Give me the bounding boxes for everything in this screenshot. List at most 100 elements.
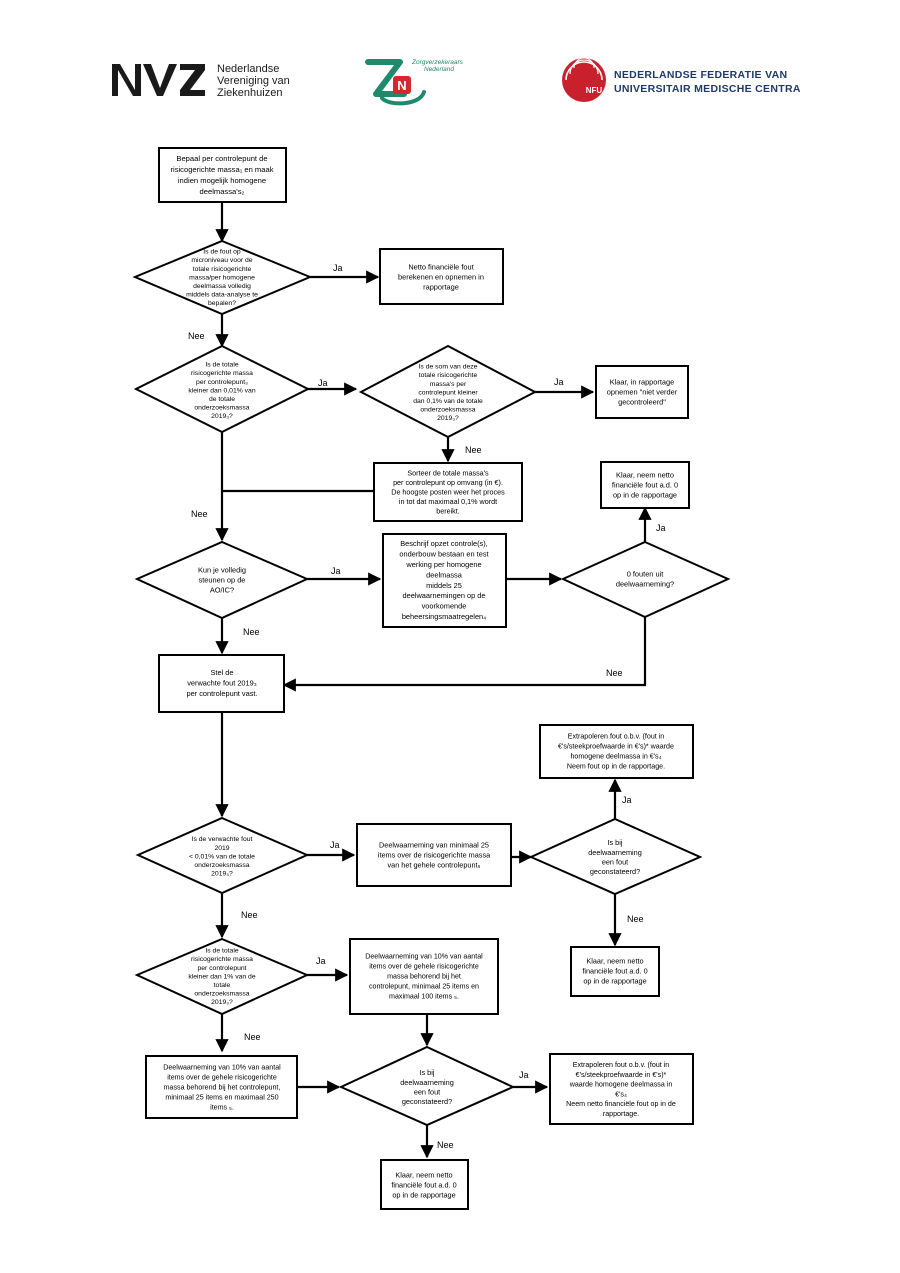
node-p6-line: Deelwaarneming van 10% van aantal bbox=[163, 1063, 281, 1071]
node-d9-line: geconstateerd? bbox=[402, 1097, 452, 1106]
label-d1-yes: Ja bbox=[333, 263, 343, 273]
node-d1-line: Is de fout op bbox=[203, 249, 241, 256]
zn-mark-icon: N bbox=[365, 59, 426, 106]
edge-labels: Ja Nee Ja Ja Nee Nee Ja Ja Nee Nee Ja Ja… bbox=[188, 263, 666, 1150]
node-r1-line: Netto financiële fout bbox=[408, 263, 473, 272]
node-d5-line: deelwaarneming? bbox=[616, 580, 674, 589]
node-d9-line: een fout bbox=[414, 1087, 440, 1096]
node-d9-diamond bbox=[338, 1045, 516, 1127]
node-d8-line: totale bbox=[214, 982, 231, 989]
node-r4-box bbox=[539, 724, 694, 779]
node-p2-text: Beschrijf opzet controle(s),onderbouw be… bbox=[399, 539, 488, 621]
svg-text:NFU: NFU bbox=[586, 86, 603, 95]
label-d1-no: Nee bbox=[188, 331, 205, 341]
label-d6-yes: Ja bbox=[330, 840, 340, 850]
node-d1-line: microniveau voor de bbox=[191, 257, 252, 264]
node-p5-line: Deelwaarneming van 10% van aantal bbox=[365, 952, 483, 960]
node-d1-line: middels data-analyse te bbox=[186, 292, 258, 299]
node-d9-line: Is bij bbox=[419, 1068, 434, 1077]
node-r1-line: rapportage bbox=[423, 283, 459, 292]
node-d6-line: Is de verwachte fout bbox=[192, 836, 253, 843]
node-p6-box bbox=[145, 1055, 298, 1119]
node-shapes bbox=[132, 147, 731, 1210]
node-r7-line: financiële fout a.d. 0 bbox=[391, 1181, 456, 1190]
node-p6-line: items over de gehele risicogerichte bbox=[167, 1073, 277, 1081]
node-p1-line: per controlepunt op omvang (in €). bbox=[393, 478, 503, 487]
node-d2-line: Is de totale bbox=[205, 362, 238, 369]
node-d2-line: per controlepunt₃ bbox=[196, 379, 248, 386]
node-p4-box bbox=[356, 823, 512, 887]
node-p5-line: massa behorend bij het bbox=[387, 972, 461, 980]
label-d3-no: Nee bbox=[465, 445, 482, 455]
zn-line-2: Nederland bbox=[424, 66, 454, 73]
node-d3-line: onderzoeksmassa bbox=[420, 407, 475, 414]
label-d8-yes: Ja bbox=[316, 956, 326, 966]
nfu-mark-icon: NFU bbox=[562, 57, 606, 102]
node-r3-box bbox=[600, 461, 690, 509]
node-d8-line: Is de totale bbox=[205, 948, 238, 955]
label-d6-no: Nee bbox=[241, 910, 258, 920]
node-r2-line: gecontroleerd" bbox=[618, 398, 666, 407]
nvz-line-1: Nederlandse bbox=[217, 63, 279, 75]
node-d4-line: AO/IC? bbox=[210, 586, 234, 595]
node-p3-line: per controlepunt vast. bbox=[186, 689, 257, 698]
node-d8-line: per controlepunt bbox=[197, 965, 246, 972]
label-d3-yes: Ja bbox=[554, 377, 564, 387]
node-r6-box bbox=[549, 1053, 694, 1125]
label-d9-yes: Ja bbox=[519, 1070, 529, 1080]
node-r4-line: homogene deelmassa in €'s₄ bbox=[570, 752, 661, 760]
node-r3-line: financiële fout a.d. 0 bbox=[612, 481, 678, 490]
node-p2-line: deelmassa bbox=[426, 570, 463, 579]
nfu-line-1: NEDERLANDSE FEDERATIE VAN bbox=[614, 69, 787, 81]
node-p4-line: Deelwaarneming van minimaal 25 bbox=[379, 841, 489, 850]
node-d6-line: 2019₃? bbox=[211, 871, 233, 878]
node-n1-box bbox=[158, 147, 287, 203]
node-p2-line: voorkomende bbox=[422, 602, 467, 611]
node-d6-line: onderzoeksmassa bbox=[194, 862, 249, 869]
node-r5-box bbox=[570, 946, 660, 997]
node-n1-line: indien mogelijk homogene bbox=[178, 176, 266, 185]
node-p5-box bbox=[349, 938, 499, 1015]
node-p4-line: items over de risicogerichte massa bbox=[378, 851, 491, 860]
node-r7-line: Klaar, neem netto bbox=[395, 1171, 452, 1180]
node-d2-line: de totale bbox=[209, 396, 235, 403]
label-d5-no: Nee bbox=[606, 668, 623, 678]
node-d1-line: bepalen? bbox=[208, 300, 236, 307]
node-r1-box bbox=[379, 248, 504, 305]
node-r3-line: op in de rapportage bbox=[613, 491, 677, 500]
edges bbox=[215, 202, 652, 1159]
node-d8-line: onderzoeksmassa bbox=[194, 991, 249, 998]
node-d8-line: kleiner dan 1% van de bbox=[188, 973, 255, 980]
label-d5-yes: Ja bbox=[656, 523, 666, 533]
node-d6-line: < 0,01% van de totale bbox=[189, 853, 255, 860]
node-p2-line: deelwaarnemingen op de bbox=[402, 591, 485, 600]
node-p5-line: maximaal 100 items ₅. bbox=[389, 992, 459, 1000]
label-d7-no: Nee bbox=[627, 914, 644, 924]
node-d6-diamond bbox=[135, 816, 310, 895]
node-d2-line: 2019₃? bbox=[211, 413, 233, 420]
node-r4-line: Neem fout op in de rapportage. bbox=[567, 762, 665, 770]
node-p2-box bbox=[382, 533, 507, 628]
label-d2-no: Nee bbox=[191, 509, 208, 519]
node-p6-line: massa behorend bij het controlepunt, bbox=[164, 1083, 281, 1091]
node-d2-line: onderzoeksmassa bbox=[194, 405, 249, 412]
nvz-logo: Nederlandse Vereniging van Ziekenhuizen bbox=[112, 63, 290, 99]
label-r4-yes: Ja bbox=[622, 795, 632, 805]
node-d3-line: dan 0,1% van de totale bbox=[413, 398, 483, 405]
label-d4-no: Nee bbox=[243, 627, 260, 637]
node-d5-diamond bbox=[560, 540, 731, 619]
edge-d5-p3 bbox=[282, 617, 647, 692]
node-r1-line: berekenen en opnemen in bbox=[398, 273, 484, 282]
